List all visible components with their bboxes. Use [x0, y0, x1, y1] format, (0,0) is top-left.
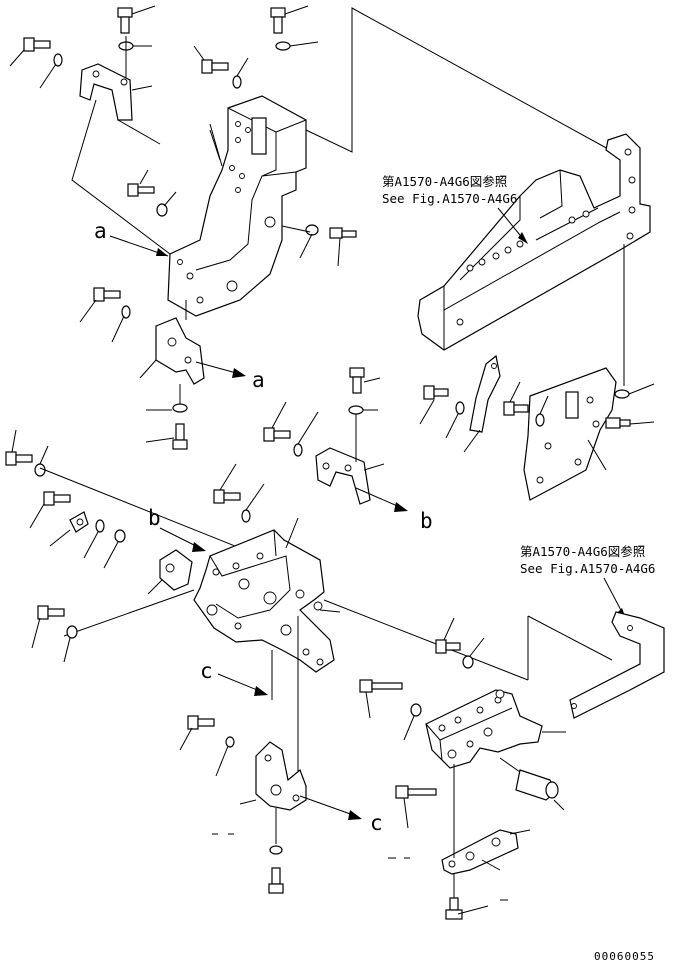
lower-a-fasteners — [145, 384, 188, 450]
bolt-icon — [213, 463, 241, 504]
callout-b-left: b — [148, 506, 206, 552]
reference-bottom: 第A1570-A4G6図参照 See Fig.A1570-A4G6 — [520, 544, 655, 622]
bolt-icon — [29, 491, 71, 529]
bottom-bolt-vertical — [445, 874, 508, 920]
callout-c-label: c — [370, 811, 383, 835]
washer-icon — [535, 395, 549, 427]
callout-a-label: a — [94, 219, 107, 243]
bolt-icon — [419, 385, 449, 425]
washer-icon — [215, 736, 235, 777]
bolt-icon — [179, 715, 215, 751]
bolt-icon — [605, 417, 655, 429]
small-bracket-icon — [79, 36, 153, 121]
frame-assembly — [417, 133, 651, 351]
callout-b-label: b — [420, 509, 433, 533]
bottom-bar-bracket — [388, 764, 531, 875]
right-strip-bracket — [463, 354, 501, 453]
reference-top-jp: 第A1570-A4G6図参照 — [382, 174, 507, 189]
callout-c-left: c — [200, 650, 273, 700]
washer-icon — [146, 403, 188, 413]
callout-b-label: b — [148, 506, 161, 530]
washer-icon — [275, 41, 319, 51]
small-plate-bracket — [139, 300, 205, 385]
bolt-icon — [193, 45, 229, 74]
main-bracket-fasteners — [127, 169, 357, 267]
callout-c-right: c — [299, 795, 383, 835]
mid-b-fasteners — [263, 367, 381, 457]
washer-icon — [39, 53, 63, 89]
washer-icon — [445, 401, 465, 439]
top-left-fasteners — [9, 5, 156, 121]
washer-icon — [348, 405, 378, 415]
bolt-icon — [349, 367, 381, 394]
bottom-bolt-long — [395, 785, 437, 829]
washer-icon — [299, 224, 319, 259]
washer-icon — [462, 637, 485, 669]
main-lower-bracket — [193, 517, 341, 673]
bolt-icon — [79, 287, 121, 323]
mid-clip-bracket — [147, 549, 193, 595]
bolt-icon — [435, 617, 461, 654]
clip-icon — [49, 511, 89, 547]
top-center-fasteners — [193, 5, 319, 89]
mid-left-fasteners — [79, 287, 131, 343]
bolt-icon — [9, 37, 51, 67]
washer-icon — [241, 483, 265, 523]
washer-icon — [614, 383, 655, 399]
bolt-icon — [31, 605, 65, 649]
washer-icon — [118, 41, 152, 51]
bolt-icon — [145, 423, 188, 450]
right-panel-plate — [527, 611, 665, 719]
cylinder-pin — [499, 757, 565, 811]
reference-top: 第A1570-A4G6図参照 See Fig.A1570-A4G6 — [382, 174, 528, 244]
washer-icon — [403, 703, 422, 741]
bolt-icon — [270, 5, 309, 34]
bottom-right-bracket — [425, 689, 566, 769]
bolt-icon — [117, 5, 156, 34]
callout-b-right: b — [355, 487, 433, 533]
washer-icon — [83, 519, 105, 559]
main-upper-bracket — [167, 95, 307, 317]
mid-small-bracket — [315, 414, 385, 505]
bolt-icon — [503, 381, 529, 416]
lower-left-fasteners — [31, 605, 78, 663]
bolt-icon — [329, 227, 357, 267]
bolt-icon — [268, 867, 284, 894]
callout-a-upper: a — [94, 219, 169, 257]
callout-a-lower: a — [195, 361, 265, 392]
washer-icon — [63, 625, 78, 663]
bolt-icon — [263, 401, 291, 442]
reference-bottom-jp: 第A1570-A4G6図参照 — [520, 544, 645, 559]
bottom-strap-bracket — [239, 616, 307, 811]
bottom-stack-fasteners — [212, 808, 284, 894]
right-plate-fasteners — [419, 381, 655, 439]
washer-icon — [34, 445, 49, 477]
bolt-icon — [359, 679, 403, 719]
washer-icon — [269, 845, 283, 855]
bottom-fasteners — [179, 715, 235, 777]
washer-icon — [232, 57, 249, 89]
callout-a-label: a — [252, 368, 265, 392]
right-large-plate — [523, 367, 617, 501]
bolt-icon — [127, 169, 155, 197]
reference-top-en: See Fig.A1570-A4G6 — [382, 191, 517, 206]
reference-bottom-en: See Fig.A1570-A4G6 — [520, 561, 655, 576]
washer-icon — [103, 529, 126, 569]
bolt-icon — [5, 429, 33, 466]
washer-icon — [111, 305, 131, 343]
callout-c-label: c — [200, 659, 213, 683]
bottom-right-fasteners — [359, 617, 485, 741]
washer-icon — [293, 411, 319, 457]
washer-icon — [156, 191, 177, 217]
drawing-number: 00060055 — [594, 950, 655, 963]
mid-upper-fasteners — [213, 463, 265, 523]
